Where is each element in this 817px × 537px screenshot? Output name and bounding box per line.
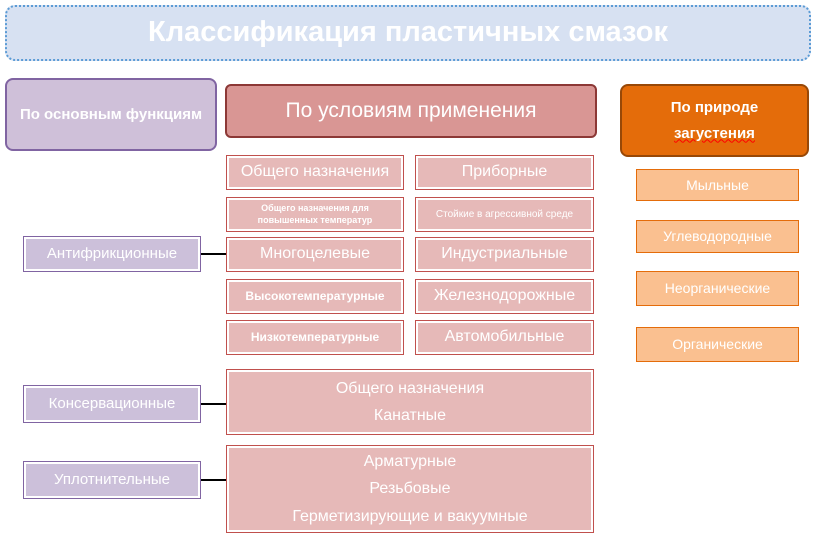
connector-line xyxy=(201,479,226,481)
conservation-item: Канатные xyxy=(373,407,447,424)
sealing-conditions-box: Арматурные Резьбовые Герметизирующие и в… xyxy=(226,445,594,533)
thickener-organic: Органические xyxy=(636,327,799,362)
conservation-conditions-box: Общего назначения Канатные xyxy=(226,369,594,435)
sealing-item: Арматурные xyxy=(363,453,457,471)
thickener-soap: Мыльные xyxy=(636,169,799,201)
header-by-functions: По основным функциям xyxy=(5,78,217,151)
condition-industrial: Индустриальные xyxy=(415,237,594,272)
function-sealing: Уплотнительные xyxy=(23,461,201,499)
sealing-item: Герметизирующие и вакуумные xyxy=(292,507,528,525)
conservation-item: Общего назначения xyxy=(335,379,485,397)
diagram-title: Классификация пластичных смазок xyxy=(5,5,811,61)
connector-line xyxy=(201,403,226,405)
condition-automotive: Автомобильные xyxy=(415,320,594,355)
connector-line xyxy=(201,253,226,255)
function-antifriction: Антифрикционные xyxy=(23,236,201,272)
header-by-conditions: По условиям применения xyxy=(225,84,597,138)
condition-railway: Железнодорожные xyxy=(415,279,594,314)
header-thickener-line1: По природе xyxy=(670,99,759,116)
sealing-item: Резьбовые xyxy=(369,480,451,498)
condition-high-temp: Высокотемпературные xyxy=(226,279,404,314)
thickener-inorganic: Неорганические xyxy=(636,271,799,306)
function-conservation: Консервационные xyxy=(23,385,201,423)
condition-multipurpose: Многоцелевые xyxy=(226,237,404,272)
condition-instrument: Приборные xyxy=(415,155,594,190)
condition-low-temp: Низкотемпературные xyxy=(226,320,404,355)
condition-aggressive: Стойкие в агрессивной среде xyxy=(415,197,594,232)
condition-high-temp-general: Общего назначения для повышенных темпера… xyxy=(226,197,404,232)
header-thickener-line2: загустения xyxy=(674,124,755,142)
thickener-hydrocarbon: Углеводородные xyxy=(636,220,799,253)
condition-general: Общего назначения xyxy=(226,155,404,190)
header-by-thickener: По природе загустения xyxy=(620,84,809,157)
